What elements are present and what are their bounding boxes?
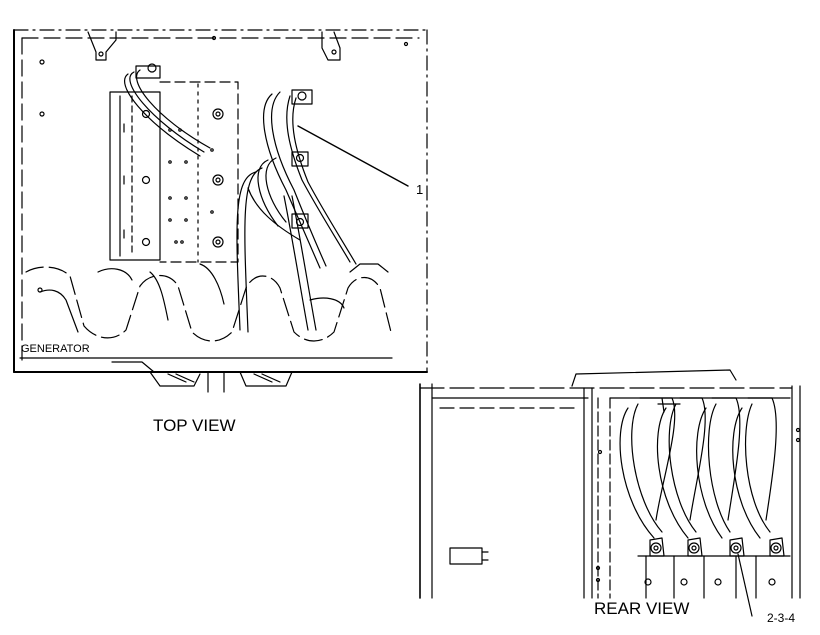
figure-id: 2-3-4 [767,611,796,625]
callout-number: 1 [416,182,424,197]
rear-view-drawing [419,369,801,617]
generator-label: GENERATOR [21,343,90,355]
top-view-label: TOP VIEW [153,416,236,435]
top-view-drawing [13,29,428,393]
rear-view-label: REAR VIEW [594,599,690,618]
